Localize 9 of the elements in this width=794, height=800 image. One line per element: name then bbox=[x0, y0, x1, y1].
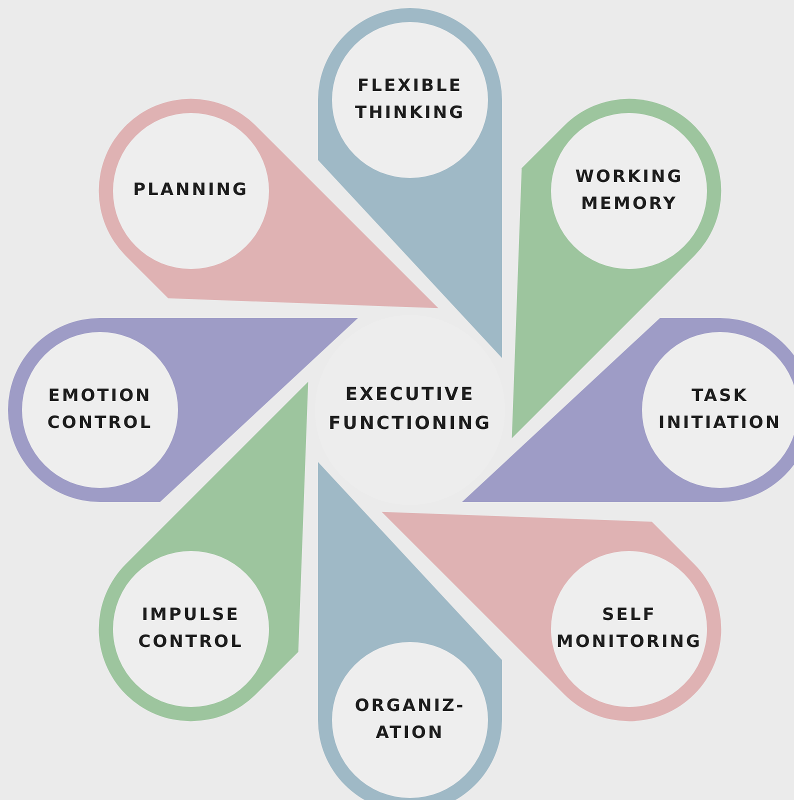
node-label: SELF MONITORING bbox=[555, 604, 703, 654]
node-label: WORKING MEMORY bbox=[574, 166, 684, 216]
node-label: FLEXIBLE THINKING bbox=[354, 74, 466, 125]
node-label: PLANNING bbox=[132, 179, 250, 202]
node-label: EMOTION CONTROL bbox=[46, 384, 154, 435]
node-label: ORGANIZ- ATION bbox=[354, 694, 466, 745]
node-label: TASK INITIATION bbox=[657, 384, 783, 435]
node-label: EXECUTIVE FUNCTIONING bbox=[327, 383, 493, 436]
node-label: IMPULSE CONTROL bbox=[137, 604, 244, 654]
